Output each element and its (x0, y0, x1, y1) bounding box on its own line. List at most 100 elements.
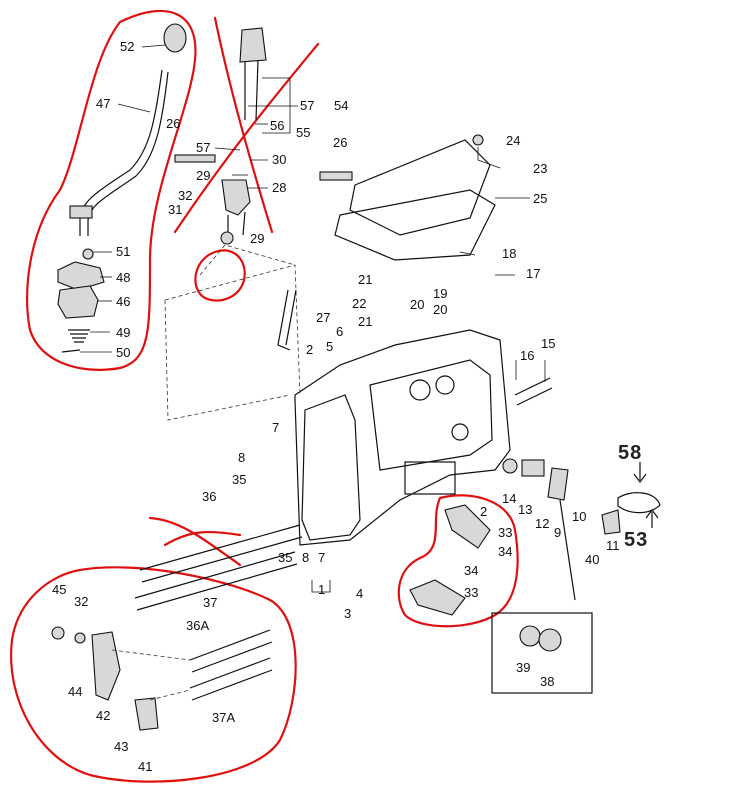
label-17: 17 (526, 266, 540, 281)
label-38: 38 (540, 674, 554, 689)
pin-26b (319, 171, 353, 181)
bore-1 (409, 379, 431, 401)
boot-28 (227, 211, 246, 236)
tower-head (239, 27, 267, 63)
fork-33a (444, 504, 491, 549)
label-34b: 34 (464, 563, 478, 578)
label-7a: 7 (272, 420, 279, 435)
housing-46 (57, 285, 99, 319)
lever-9 (547, 467, 569, 501)
label-8b: 8 (302, 550, 309, 565)
housing-outline (294, 329, 511, 546)
label-44: 44 (68, 684, 82, 699)
label-23: 23 (533, 161, 547, 176)
transmission-housing (164, 244, 511, 546)
rod-36A (189, 629, 273, 673)
label-13: 13 (518, 502, 532, 517)
window-plate (404, 461, 456, 495)
gasket-25 (334, 189, 496, 261)
lever-collar (69, 205, 93, 219)
rod-37A (189, 657, 273, 701)
label-26a: 26 (166, 116, 180, 131)
label-32b: 32 (74, 594, 88, 609)
plug-38 (538, 628, 562, 652)
label-18: 18 (502, 246, 516, 261)
label-3: 3 (344, 606, 351, 621)
label-58: 58 (618, 442, 642, 464)
red-cross-stroke-2 (173, 42, 320, 234)
link-dashed (111, 649, 191, 701)
red-circle-housing-hole (194, 249, 246, 302)
fork-33b (409, 579, 466, 616)
seal-14 (502, 458, 518, 474)
bracket-55 (262, 77, 291, 134)
cover-23 (349, 139, 491, 236)
right-side-parts (491, 458, 621, 694)
label-6: 6 (336, 324, 343, 339)
label-56: 56 (270, 118, 284, 133)
red-circle-shift-forks (397, 494, 519, 628)
label-20b: 20 (433, 302, 447, 317)
housing-front-face (301, 394, 361, 541)
red-cross-rods-2 (163, 530, 242, 547)
label-25: 25 (533, 191, 547, 206)
sleeve-13 (521, 459, 545, 477)
label-37A: 37A (212, 710, 235, 725)
label-57b: 57 (196, 140, 210, 155)
label-49: 49 (116, 325, 130, 340)
label-22: 22 (352, 296, 366, 311)
bore-2 (435, 375, 455, 395)
label-33a: 33 (498, 525, 512, 540)
label-21b: 21 (358, 314, 372, 329)
label-52: 52 (120, 39, 134, 54)
label-9: 9 (554, 525, 561, 540)
inset-box (491, 612, 593, 694)
label-12: 12 (535, 516, 549, 531)
label-43: 43 (114, 739, 128, 754)
label-2b: 2 (480, 504, 487, 519)
label-46: 46 (116, 294, 130, 309)
label-37: 37 (203, 595, 217, 610)
label-8a: 8 (238, 450, 245, 465)
red-circle-shift-lever (25, 9, 197, 371)
label-20a: 20 (410, 297, 424, 312)
label-47: 47 (96, 96, 110, 111)
shift-forks (409, 504, 491, 616)
bore-3 (451, 423, 469, 441)
label-50: 50 (116, 345, 130, 360)
bracket-42 (91, 631, 121, 701)
label-26b: 26 (333, 135, 347, 150)
bolt-51 (82, 248, 94, 260)
shift-knob (163, 23, 187, 53)
rod-36 (139, 524, 303, 583)
cable-line (559, 499, 576, 601)
label-14: 14 (502, 491, 516, 506)
body-28 (221, 179, 251, 216)
tower-shaft (244, 59, 259, 121)
bracket-11 (601, 509, 621, 535)
leader-lines (80, 44, 546, 593)
lower-linkage (51, 626, 191, 731)
spring-49 (68, 329, 90, 343)
label-40: 40 (585, 552, 599, 567)
label-29a: 29 (196, 168, 210, 183)
label-28: 28 (272, 180, 286, 195)
shift-tower-assembly (174, 27, 291, 245)
label-7b: 7 (318, 550, 325, 565)
nut-45 (51, 626, 65, 640)
bell-housing (164, 244, 301, 421)
label-10: 10 (572, 509, 586, 524)
washer-32b (74, 632, 86, 644)
shift-rods (134, 289, 576, 701)
nut-29b (220, 231, 234, 245)
label-2a: 2 (306, 342, 313, 357)
label-36: 36 (202, 489, 216, 504)
label-16: 16 (520, 348, 534, 363)
label-57a: 57 (300, 98, 314, 113)
lever-41 (134, 697, 159, 731)
label-19: 19 (433, 286, 447, 301)
label-39: 39 (516, 660, 530, 675)
label-11: 11 (606, 538, 620, 553)
label-1: 1 (318, 582, 325, 597)
